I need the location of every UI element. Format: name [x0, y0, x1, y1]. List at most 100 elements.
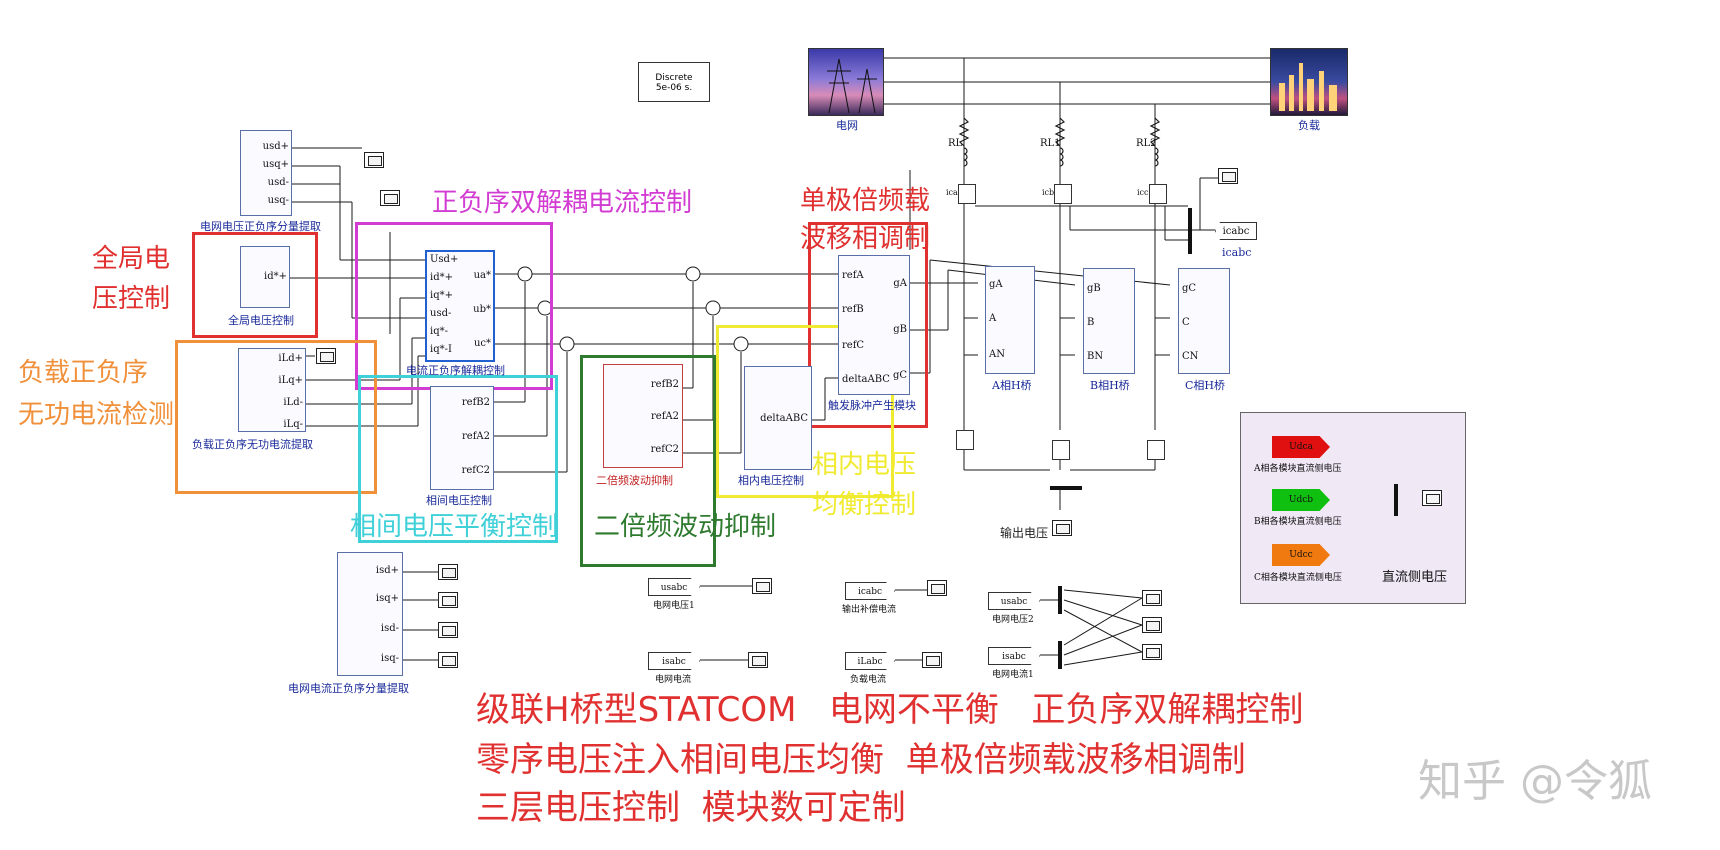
- global-voltage-block[interactable]: id*+: [240, 246, 290, 308]
- port-cn: CN: [1182, 351, 1199, 362]
- h-bridge-a-label: A相H桥: [992, 379, 1032, 392]
- port-uc-out: uc*: [473, 338, 491, 349]
- scope-isq-neg[interactable]: [438, 652, 458, 668]
- scope-icabc[interactable]: [1218, 168, 1238, 184]
- goto-isabc-2-label: 电网电流1: [992, 670, 1034, 680]
- port-iq-in: iq*+: [430, 290, 453, 301]
- current-ctrl-block[interactable]: Usd+ id*+ iq*+ usd- iq*- iq*-I ua* ub* u…: [425, 250, 495, 362]
- mux-bus-grid-current[interactable]: [1058, 641, 1062, 669]
- dc-label-c: C相各模块直流侧电压: [1254, 573, 1342, 583]
- mux-bus-grid-voltage[interactable]: [1058, 586, 1062, 614]
- frame-inphase: [716, 325, 894, 498]
- annotation-load-2: 无功电流检测: [18, 400, 175, 430]
- scope-isq-pos[interactable]: [438, 592, 458, 608]
- scope-grid-current-goto[interactable]: [748, 652, 768, 668]
- annotation-pulse-mod-2: 波移相调制: [800, 224, 931, 254]
- grid-voltage-seq-label: 电网电压正负序分量提取: [200, 220, 321, 233]
- goto-tag-icabc[interactable]: icabc: [1215, 222, 1257, 240]
- interphase-label: 相间电压控制: [426, 494, 492, 507]
- current-meas-c[interactable]: [1149, 184, 1167, 204]
- voltage-meas-b[interactable]: [1052, 440, 1070, 460]
- dc-tag-b[interactable]: Udcb: [1272, 489, 1330, 511]
- port-ua-out: ua*: [473, 270, 491, 281]
- goto-icabc-2[interactable]: icabc: [845, 582, 895, 600]
- port-ilq-neg: iLq-: [283, 419, 303, 430]
- annotation-global-1: 全局电: [92, 244, 171, 274]
- goto-isabc-2[interactable]: isabc: [988, 647, 1040, 665]
- port-ga-out: gA: [893, 278, 907, 289]
- grid-source-image[interactable]: [808, 48, 884, 116]
- inductor-rl: [963, 147, 968, 167]
- scope-isd-pos[interactable]: [438, 564, 458, 580]
- current-meas-b[interactable]: [1054, 184, 1072, 204]
- resistor-label-rl: RL: [948, 138, 963, 149]
- goto-isabc-1[interactable]: isabc: [648, 652, 700, 670]
- port-usq-pos: usq+: [262, 159, 289, 170]
- port-id-in: id*+: [430, 272, 453, 283]
- h-bridge-a[interactable]: gA A AN: [985, 266, 1035, 374]
- scope-load-ild[interactable]: [316, 348, 336, 364]
- load-image[interactable]: [1270, 48, 1348, 116]
- mux-bus-output-voltage[interactable]: [1050, 486, 1082, 490]
- scope-grid-voltage-2[interactable]: [380, 190, 400, 206]
- powergui-solver-block[interactable]: Discrete 5e-06 s.: [638, 62, 710, 102]
- scope-isd-neg[interactable]: [438, 622, 458, 638]
- goto-ilabc[interactable]: iLabc: [845, 652, 895, 670]
- scope-grid-voltage-1[interactable]: [364, 152, 384, 168]
- port-gb-in: gB: [1087, 283, 1101, 294]
- sum-junction: [559, 336, 575, 352]
- voltage-meas-c[interactable]: [1147, 440, 1165, 460]
- grid-current-seq-label: 电网电流正负序分量提取: [288, 682, 409, 695]
- mux-bus-icabc[interactable]: [1188, 208, 1192, 254]
- goto-isabc-1-label: 电网电流: [655, 675, 692, 685]
- sum-junction: [517, 266, 533, 282]
- annotation-pos-neg-ctrl: 正负序双解耦电流控制: [432, 188, 693, 218]
- scope-dc-voltage[interactable]: [1422, 490, 1442, 506]
- inphase-label: 相内电压控制: [738, 474, 804, 487]
- port-ild-pos: iLd+: [278, 353, 303, 364]
- scope-bus-2[interactable]: [1142, 617, 1162, 633]
- dc-tag-a[interactable]: Udca: [1272, 436, 1330, 458]
- port-bn: BN: [1087, 351, 1104, 362]
- grid-voltage-seq-block[interactable]: usd+ usq+ usd- usq-: [240, 130, 292, 216]
- resistor-label-rl2: RL2: [1136, 138, 1157, 149]
- inphase-block[interactable]: deltaABC: [744, 366, 812, 470]
- pulse-gen-block[interactable]: refA refB refC deltaABC gA gB gC: [838, 255, 910, 395]
- resistor-rl1: [1054, 117, 1066, 147]
- scope-grid-voltage-goto[interactable]: [752, 578, 772, 594]
- resistor-rl2: [1149, 117, 1161, 147]
- mux-bus-dc[interactable]: [1394, 484, 1398, 516]
- h-bridge-b[interactable]: gB B BN: [1083, 268, 1135, 374]
- port-usd-pos: usd+: [262, 141, 289, 152]
- port-an: AN: [989, 349, 1005, 360]
- scope-load-current-goto[interactable]: [922, 652, 942, 668]
- scope-bus-1[interactable]: [1142, 590, 1162, 606]
- voltage-meas-a[interactable]: [956, 430, 974, 450]
- interphase-block[interactable]: refB2 refA2 refC2: [430, 386, 494, 490]
- current-ctrl-label: 电流正负序解耦控制: [406, 364, 505, 377]
- h-bridge-b-label: B相H桥: [1090, 379, 1130, 392]
- port-gc-in: gC: [1182, 283, 1197, 294]
- city-skyline-icon: [1279, 63, 1337, 111]
- goto-usabc-1[interactable]: usabc: [648, 578, 700, 596]
- load-seq-block[interactable]: iLd+ iLq+ iLd- iLq-: [238, 348, 306, 432]
- second-harm-block[interactable]: refB2 refA2 refC2: [603, 364, 683, 468]
- port-usd-in: Usd+: [430, 254, 459, 265]
- grid-current-seq-block[interactable]: isd+ isq+ isd- isq-: [337, 552, 403, 676]
- port-refb2-2: refB2: [650, 379, 679, 390]
- watermark: 知乎 @令狐: [1418, 756, 1652, 807]
- h-bridge-c[interactable]: gC C CN: [1178, 268, 1230, 374]
- scope-output-current-goto[interactable]: [927, 580, 947, 596]
- current-meas-a[interactable]: [958, 184, 976, 204]
- transmission-tower-icon: [827, 58, 877, 114]
- scope-output-voltage[interactable]: [1052, 520, 1072, 536]
- solver-line2: 5e-06 s.: [655, 83, 693, 93]
- port-refb: refB: [842, 304, 864, 315]
- goto-usabc-2[interactable]: usabc: [988, 592, 1040, 610]
- port-refa2-2: refA2: [651, 411, 679, 422]
- scope-bus-3[interactable]: [1142, 644, 1162, 660]
- dc-tag-c[interactable]: Udcc: [1272, 544, 1330, 566]
- port-usd-neg: usd-: [267, 177, 289, 188]
- goto-usabc-2-label: 电网电压2: [992, 615, 1034, 625]
